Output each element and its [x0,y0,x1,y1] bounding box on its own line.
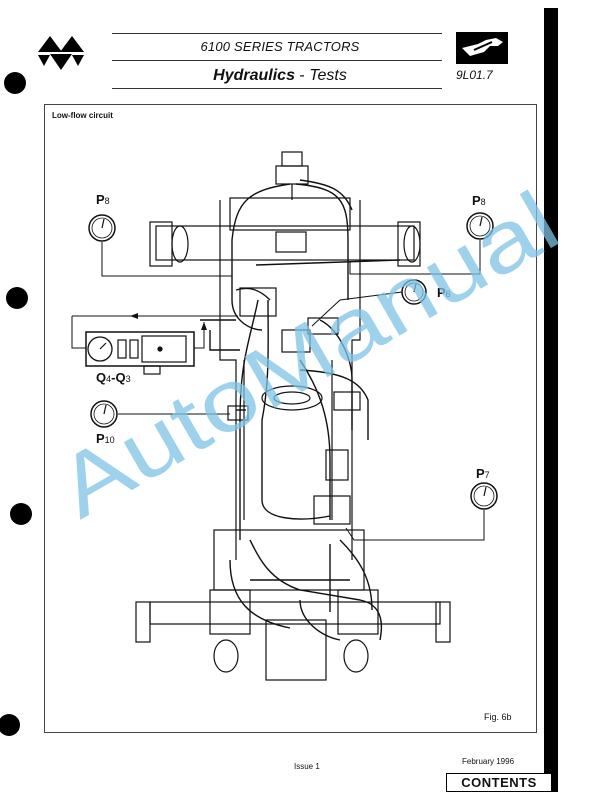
gauge-p6-icon [401,279,427,305]
figure-frame [44,104,537,733]
figure-number: Fig. 6b [484,712,512,722]
valve-blocks [227,287,361,525]
binder-hole-3 [10,503,32,525]
binder-hole-1 [4,72,26,94]
binder-hole-4 [0,714,20,736]
gauge-connections [71,240,485,541]
date-label: February 1996 [462,757,515,766]
label-p8-left-main: P [96,192,105,207]
figure-caption: Low-flow circuit [52,111,113,120]
label-p10-sub: 10 [104,435,115,445]
flowmeter-icon [85,331,195,375]
label-p7: P7 [476,466,490,481]
gauge-p8-left-icon [88,214,116,242]
issue-label: Issue 1 [294,762,320,771]
gauge-p7-icon [470,482,498,510]
title-separator: - [294,67,310,84]
binder-hole-2 [6,287,28,309]
wrench-hand-icon [456,32,508,64]
label-p8-left: P8 [96,192,110,207]
label-p8-right-sub: 8 [480,197,486,207]
label-p6: P6 [437,285,451,300]
label-p6-main: P [437,285,446,300]
gauge-p8-right-icon [466,212,494,240]
top-valve [275,151,309,200]
label-p8-left-sub: 8 [104,196,110,206]
label-q4-q3: Q4-Q3 [96,370,131,385]
label-p6-sub: 6 [445,289,451,299]
contents-button[interactable]: CONTENTS [446,773,552,792]
label-p7-sub: 7 [484,470,490,480]
label-p10-main: P [96,431,105,446]
page-title: Hydraulics - Tests [160,67,400,85]
label-p8-right: P8 [472,193,486,208]
header-rule-top [112,33,442,34]
label-q-sep: - [111,370,116,385]
gauge-p10-icon [90,400,118,428]
title-bold: Hydraulics [213,67,295,84]
label-p7-main: P [476,466,485,481]
title-rest: Tests [309,67,347,84]
label-q-main: Q [96,370,107,385]
hydraulic-pipes [200,179,401,641]
watermark-text: AutoManual [42,173,575,536]
label-q-sub: 4 [106,374,112,384]
label-q-main2: Q [115,370,126,385]
header-rule-bottom [112,88,442,89]
label-q-sub2: 3 [125,374,131,384]
label-p8-right-main: P [472,193,481,208]
rear-axle [135,529,451,681]
header-rule-mid [112,60,442,61]
series-title: 6100 SERIES TRACTORS [200,39,360,54]
section-code: 9L01.7 [456,68,493,82]
label-p10: P10 [96,431,115,446]
frame-rails [219,200,361,560]
front-axle [149,197,421,267]
page-edge-bar [544,8,558,792]
triangle-logo-icon [38,36,84,70]
